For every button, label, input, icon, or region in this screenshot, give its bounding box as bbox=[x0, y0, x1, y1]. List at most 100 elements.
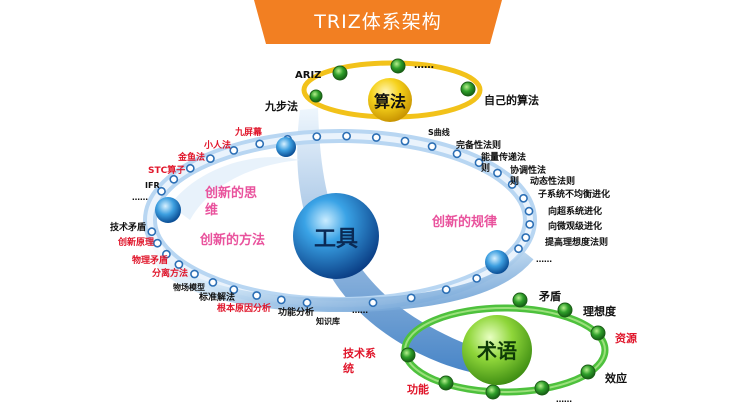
main-ring-highlight bbox=[148, 243, 534, 313]
ring-node bbox=[406, 293, 416, 303]
ring-node bbox=[342, 131, 351, 141]
area-thinking-line1: 创新的思 bbox=[204, 185, 257, 201]
label-tech-contradiction: 技术矛盾 bbox=[110, 221, 146, 233]
area-laws: 创新的规律 bbox=[431, 214, 497, 230]
algorithm-node bbox=[332, 65, 348, 81]
ring-node bbox=[252, 291, 262, 300]
ring-sphere-top bbox=[276, 137, 296, 157]
label-coordination-line1: 协调性法 bbox=[510, 164, 546, 176]
label-terms-dots: …… bbox=[556, 395, 572, 404]
terms-label: 术语 bbox=[477, 339, 517, 363]
ring-node bbox=[302, 298, 312, 308]
algorithm-nodes bbox=[309, 58, 476, 103]
label-stc: STC算子 bbox=[148, 164, 185, 176]
ring-node bbox=[474, 158, 484, 168]
label-function: 功能 bbox=[407, 382, 429, 396]
label-dynamization: 动态性法则 bbox=[530, 175, 575, 187]
label-nine-screen: 九屏幕 bbox=[234, 126, 263, 138]
label-innovation-principles: 创新原理 bbox=[117, 236, 154, 248]
terms-node bbox=[590, 325, 606, 341]
ring-node bbox=[208, 277, 218, 287]
label-substance-field: 物场模型 bbox=[173, 282, 205, 292]
label-physical-contradiction: 物理矛盾 bbox=[132, 254, 168, 266]
ring-node bbox=[472, 273, 482, 283]
page-title: TRIZ体系架构 bbox=[314, 11, 442, 33]
label-separation-methods: 分离方法 bbox=[152, 267, 188, 279]
label-s-curve: S曲线 bbox=[428, 127, 450, 137]
ring-node bbox=[441, 285, 451, 294]
ring-node bbox=[255, 139, 265, 149]
tools-label: 工具 bbox=[314, 227, 358, 252]
ring-node bbox=[371, 133, 381, 142]
ring-node bbox=[521, 233, 531, 242]
label-thinking-dots: …… bbox=[132, 193, 148, 202]
banner-shape bbox=[254, 0, 502, 44]
label-law-dots: …… bbox=[536, 255, 552, 264]
algorithm-sphere bbox=[368, 78, 412, 122]
label-algorithm-dots: …… bbox=[414, 60, 434, 71]
ring-node bbox=[514, 244, 523, 254]
ring-node bbox=[229, 145, 239, 155]
terms-node bbox=[438, 375, 454, 391]
label-micro-level: 向微观级进化 bbox=[548, 220, 602, 232]
ring-node bbox=[400, 136, 410, 146]
label-goldfish: 金鱼法 bbox=[177, 151, 205, 163]
ring-sphere-right bbox=[485, 250, 509, 274]
tools-sphere bbox=[293, 193, 379, 279]
label-contradiction: 矛盾 bbox=[538, 289, 561, 303]
terms-node bbox=[400, 347, 416, 363]
terms-nodes bbox=[400, 292, 606, 400]
ring-node bbox=[229, 285, 239, 294]
ring-node bbox=[174, 260, 184, 269]
ring-node bbox=[519, 193, 528, 203]
label-coordination-line2: 则 bbox=[510, 175, 519, 187]
terms-node bbox=[485, 384, 501, 400]
ring-node bbox=[312, 132, 322, 141]
title-banner: TRIZ体系架构 bbox=[254, 0, 502, 44]
label-ideality-law: 提高理想度法则 bbox=[545, 236, 608, 248]
label-method-dots: …… bbox=[352, 306, 368, 315]
ring-node bbox=[205, 154, 215, 163]
label-resources: 资源 bbox=[615, 331, 637, 345]
algorithm-node bbox=[309, 89, 323, 103]
terms-node bbox=[512, 292, 528, 308]
ring-node bbox=[507, 180, 517, 189]
ring-node bbox=[157, 186, 166, 196]
area-thinking-line2: 维 bbox=[205, 202, 218, 218]
ring-node bbox=[452, 149, 462, 159]
ring-nodes bbox=[147, 131, 535, 308]
label-own-algorithm: 自己的算法 bbox=[484, 93, 539, 107]
terms-node bbox=[557, 302, 573, 318]
ring-node bbox=[185, 163, 195, 173]
terms-node bbox=[534, 380, 550, 396]
terms-sphere bbox=[462, 315, 532, 385]
area-method: 创新的方法 bbox=[199, 232, 265, 248]
algorithm-label: 算法 bbox=[374, 92, 406, 111]
label-nine-step: 九步法 bbox=[264, 99, 298, 113]
label-completeness: 完备性法则 bbox=[456, 139, 501, 151]
label-uneven-evolution: 子系统不均衡进化 bbox=[538, 188, 610, 200]
label-root-cause: 根本原因分析 bbox=[217, 302, 271, 314]
algorithm-node bbox=[390, 58, 406, 74]
ring-node bbox=[524, 206, 534, 216]
label-ifr: IFR bbox=[145, 181, 160, 190]
label-super-system: 向超系统进化 bbox=[548, 205, 602, 217]
ring-node bbox=[190, 269, 199, 279]
ring-node bbox=[147, 227, 157, 237]
label-knowledge-base: 知识库 bbox=[316, 316, 340, 326]
label-energy-transfer-line2: 则 bbox=[481, 162, 490, 174]
label-function-analysis: 功能分析 bbox=[278, 306, 314, 318]
label-effect: 效应 bbox=[605, 371, 627, 385]
label-ideality: 理想度 bbox=[583, 304, 617, 318]
ring-node bbox=[169, 174, 179, 184]
label-ariz: ARIZ bbox=[295, 70, 321, 81]
ring-node bbox=[525, 219, 535, 229]
ring-node bbox=[276, 295, 286, 305]
label-small-people: 小人法 bbox=[203, 139, 231, 151]
label-tech-system-line1: 技术系 bbox=[343, 346, 376, 360]
terms-node bbox=[580, 364, 596, 380]
left-swoosh bbox=[170, 157, 300, 220]
ring-node bbox=[427, 142, 437, 151]
ring-node bbox=[152, 238, 162, 248]
